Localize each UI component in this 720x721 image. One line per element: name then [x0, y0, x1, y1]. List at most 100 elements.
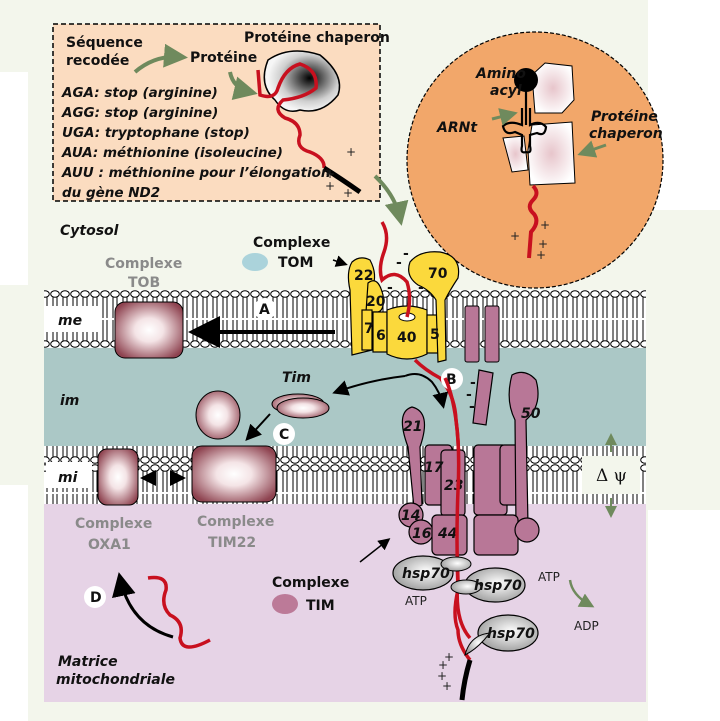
atp-label-2: ATP: [538, 570, 560, 584]
protein-label: Protéine: [190, 50, 257, 66]
tom70-label: 70: [428, 266, 448, 282]
svg-text:-: -: [466, 387, 472, 403]
svg-text:+: +: [437, 669, 447, 683]
tom-label-2: TOM: [278, 255, 313, 271]
tim16-label: 16: [412, 526, 432, 542]
intermembrane-space: [44, 342, 646, 462]
svg-text:B: B: [446, 372, 457, 388]
membrane-potential-label: Δ ψ: [596, 466, 627, 486]
svg-text:+: +: [444, 650, 454, 664]
svg-text:A: A: [259, 302, 270, 318]
outer-membrane-label: me: [58, 313, 82, 329]
tom-label-1: Complexe: [253, 235, 330, 251]
svg-text:+: +: [438, 658, 448, 672]
acyl-label: acyl: [490, 83, 522, 99]
tom6-label: 6: [376, 328, 386, 344]
svg-text:+: +: [536, 248, 546, 262]
codon-6: du gène ND2: [62, 185, 160, 201]
tim22-complex: [191, 445, 277, 503]
oxa1-label-1: Complexe: [75, 516, 152, 532]
tom22-label: 22: [354, 268, 373, 284]
sequence-label: Séquence: [66, 35, 143, 51]
svg-text:-: -: [470, 375, 476, 391]
tim-label-1: Complexe: [272, 575, 349, 591]
pathway-a-badge: [254, 298, 276, 320]
hsp70-group: hsp70 hsp70 hsp70: [392, 555, 539, 656]
codon-4: AUA: méthionine (isoleucine): [61, 145, 283, 161]
oxa1-complex: [97, 448, 139, 506]
codon-1: AGA: stop (arginine): [61, 85, 218, 101]
svg-text:-: -: [396, 255, 402, 271]
tim22-label-1: Complexe: [197, 514, 274, 530]
atp-label-1: ATP: [405, 594, 427, 608]
tim44-label: 44: [437, 526, 457, 542]
tom-legend-swatch: [242, 253, 268, 271]
intermembrane-label: im: [60, 393, 79, 409]
circle-chaperone-label-1: Protéine: [591, 109, 658, 125]
tom5-label: 5: [430, 327, 440, 343]
svg-text:+: +: [325, 179, 335, 193]
svg-text:hsp70: hsp70: [474, 578, 522, 594]
svg-text:+: +: [540, 218, 550, 232]
svg-text:hsp70: hsp70: [487, 626, 535, 642]
amino-acyl-icon: [514, 68, 538, 92]
svg-text:+: +: [510, 229, 520, 243]
tom-complex: 22 20 7 6 40 5 70: [347, 251, 460, 363]
svg-text:+: +: [442, 679, 452, 693]
tim14-label: 14: [401, 508, 420, 524]
tim22-label-2: TIM22: [208, 535, 256, 551]
codon-5: AUU : méthionine pour l’élongation: [61, 165, 331, 181]
matrix-label-1: Matrice: [58, 654, 118, 670]
tob-complex: [114, 301, 184, 359]
pathway-c-badge: [273, 423, 295, 445]
tim21-label: 21: [403, 419, 422, 435]
tim-legend-swatch: [272, 594, 298, 614]
codon-3: UGA: tryptophane (stop): [62, 125, 250, 141]
oxa1-label-2: OXA1: [88, 537, 131, 553]
codon-2: AGG: stop (arginine): [61, 105, 218, 121]
svg-text:-: -: [469, 399, 475, 415]
trna-shape: [501, 90, 548, 154]
tom20-label: 20: [366, 294, 386, 310]
cytosol-label: Cytosol: [60, 223, 119, 239]
svg-text:-: -: [418, 280, 424, 296]
svg-text:+: +: [325, 167, 335, 181]
adp-label: ADP: [574, 619, 599, 633]
tob-label-2: TOB: [128, 275, 160, 291]
trna-label: ARNt: [436, 120, 478, 136]
amino-label: Amino: [475, 66, 526, 82]
tim-label-2: TIM: [306, 598, 335, 614]
pathway-d-badge: [84, 586, 106, 608]
tom7-label: 7: [364, 321, 374, 337]
svg-text:-: -: [403, 246, 409, 262]
tim50-label: 50: [521, 406, 541, 422]
svg-text:+: +: [343, 186, 353, 200]
tim-small-label: Tim: [282, 370, 311, 386]
matrix-label-2: mitochondriale: [56, 672, 175, 688]
matrix-region: [44, 500, 646, 702]
hsp70-3: [477, 614, 539, 652]
svg-text:-: -: [387, 280, 393, 296]
inner-membrane-label: mi: [58, 470, 78, 486]
tim-small-complex: [276, 397, 330, 419]
tom40-label: 40: [397, 330, 417, 346]
svg-text:D: D: [90, 590, 102, 606]
svg-text:+: +: [538, 237, 548, 251]
tob-label-1: Complexe: [105, 256, 182, 272]
tim17-label: 17: [424, 460, 444, 476]
tim23-label: 23: [444, 478, 463, 494]
svg-text:+: +: [346, 145, 356, 159]
chaperone-label: Protéine chaperon: [244, 30, 390, 46]
recoded-label: recodée: [66, 53, 129, 69]
circle-chaperone-label-2: chaperon: [589, 126, 663, 142]
recoded-sequence-inset: Séquence recodée Protéine Protéine chape…: [52, 23, 390, 202]
protein-chain: [256, 62, 326, 169]
inner-membrane: [44, 446, 646, 504]
hsp70-1: [392, 555, 454, 591]
tim23-complex: 21 17 23 50 14 16 44: [398, 369, 541, 556]
svg-text:C: C: [279, 427, 289, 443]
trna-inset-circle: Amino acyl ARNt Protéine chaperon + + + …: [406, 31, 664, 289]
membrane-potential-box: [582, 456, 640, 494]
svg-text:hsp70: hsp70: [402, 566, 450, 582]
